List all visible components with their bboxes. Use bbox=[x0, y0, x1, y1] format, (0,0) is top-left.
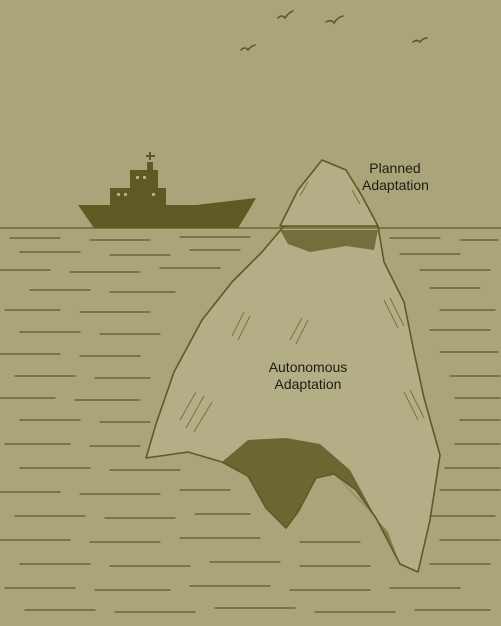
bird-icon bbox=[413, 38, 427, 42]
bird-icon bbox=[278, 11, 293, 18]
planned-label-line1: Planned bbox=[362, 160, 428, 177]
autonomous-adaptation-label: Autonomous Adaptation bbox=[256, 359, 360, 393]
planned-label-line2: Adaptation bbox=[362, 177, 428, 194]
planned-adaptation-label: Planned Adaptation bbox=[362, 160, 428, 194]
bird-icon bbox=[241, 45, 255, 50]
autonomous-label-line1: Autonomous bbox=[256, 359, 360, 376]
ship-icon bbox=[78, 152, 256, 228]
bird-icon bbox=[326, 16, 343, 23]
autonomous-label-line2: Adaptation bbox=[256, 376, 360, 393]
